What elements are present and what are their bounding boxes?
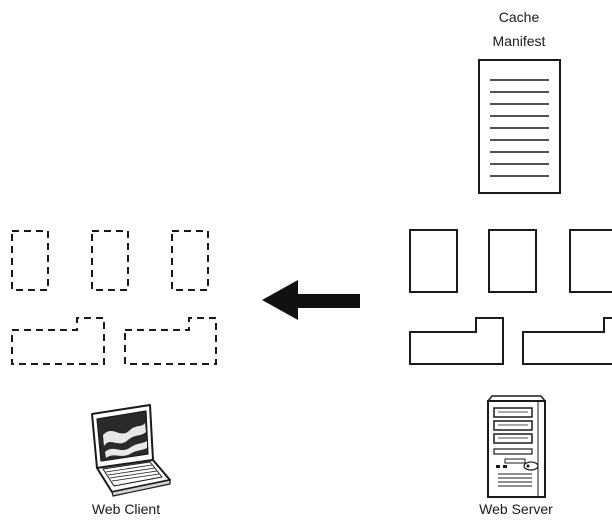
server-folder-2 xyxy=(522,317,612,365)
cache-manifest-label-line2: Manifest xyxy=(493,33,546,49)
cache-manifest-document-icon xyxy=(478,59,561,194)
server-resources xyxy=(409,229,612,365)
server-page-1 xyxy=(409,229,458,293)
cache-manifest-label-line1: Cache xyxy=(499,9,540,25)
server-folder-1 xyxy=(409,317,504,365)
client-cached-folder-2 xyxy=(124,317,217,365)
server-page-2 xyxy=(488,229,537,293)
web-client-label: Web Client xyxy=(92,501,160,517)
client-cached-folder-1 xyxy=(11,317,105,365)
server-page-3 xyxy=(569,229,612,293)
client-cached-page-2 xyxy=(91,230,129,291)
web-server-label: Web Server xyxy=(479,501,553,517)
server-tower-icon xyxy=(486,395,547,498)
client-cached-resources xyxy=(11,230,217,365)
laptop-icon xyxy=(91,404,171,497)
client-cached-page-3 xyxy=(171,230,209,291)
client-cached-page-1 xyxy=(11,230,49,291)
arrow-left-icon xyxy=(262,280,360,320)
